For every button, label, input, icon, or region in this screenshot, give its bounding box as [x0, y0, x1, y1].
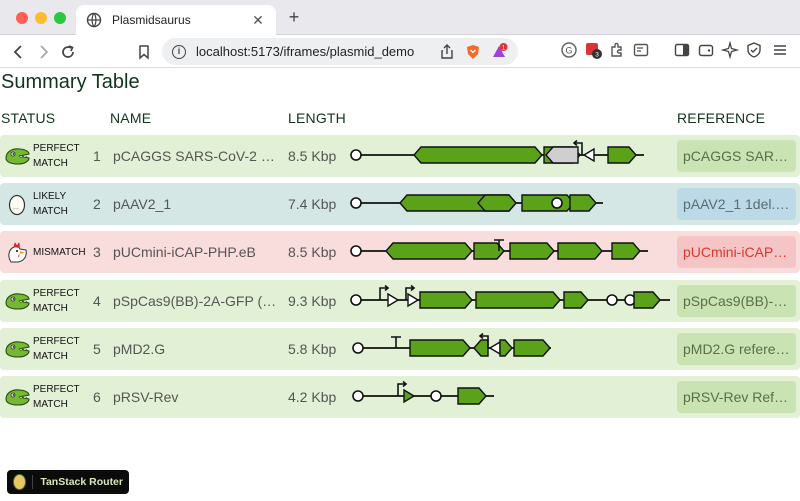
wallet-icon[interactable]	[697, 41, 715, 59]
plasmid-map[interactable]	[348, 187, 673, 221]
brave-rewards-icon[interactable]: 1	[490, 42, 508, 61]
address-bar-row: i localhost:5173/iframes/plasmid_demo 1 …	[0, 35, 800, 68]
browser-tab[interactable]: Plasmidsaurus ✕	[76, 5, 276, 35]
plasmid-name[interactable]: pSpCas9(BB)-2A-GFP (PX458)	[113, 293, 283, 309]
tab-close-icon[interactable]: ✕	[252, 12, 264, 28]
row-number: 6	[93, 389, 101, 405]
svg-text:G: G	[565, 46, 572, 56]
window-minimize-button[interactable]	[35, 12, 47, 24]
leo-ai-icon[interactable]	[721, 41, 739, 59]
table-row[interactable]: MISMATCH 3 pUCmini-iCAP-PHP.eB 8.5 Kbp pUCmi…	[0, 231, 800, 273]
plasmid-length: 9.3 Kbp	[288, 293, 337, 309]
column-header-status[interactable]: STATUS	[1, 110, 56, 126]
tanstack-logo-icon	[13, 474, 26, 490]
likely-match-icon	[8, 194, 26, 216]
perfect-match-icon	[5, 341, 30, 358]
plasmid-name[interactable]: pCAGGS SARS-CoV-2 BA.1 Spike	[113, 148, 283, 164]
new-tab-button[interactable]: +	[288, 7, 300, 27]
url-field[interactable]: i localhost:5173/iframes/plasmid_demo 1	[162, 38, 518, 65]
extension-g-icon[interactable]: G	[560, 41, 578, 59]
site-info-icon[interactable]: i	[172, 44, 186, 59]
window-close-button[interactable]	[16, 12, 28, 24]
status-label: MISMATCH	[33, 247, 86, 258]
tab-title: Plasmidsaurus	[112, 13, 191, 27]
extension-badge-icon[interactable]: 3	[584, 41, 602, 59]
page-content: Summary Table STATUS NAME LENGTH REFEREN…	[0, 68, 800, 501]
column-header-reference[interactable]: REFERENCE	[677, 110, 766, 126]
reference-badge[interactable]: pAAV2_1 1del.dna	[677, 188, 796, 220]
perfect-match-icon	[5, 148, 30, 165]
url-text: localhost:5173/iframes/plasmid_demo	[196, 44, 415, 59]
reader-mode-icon[interactable]	[632, 41, 650, 59]
reference-badge[interactable]: pRSV-Rev Reference	[677, 381, 796, 413]
reference-badge[interactable]: pUCmini-iCAP-PHP	[677, 236, 796, 268]
plasmid-length: 8.5 Kbp	[288, 244, 337, 260]
extension-badge-count: 3	[595, 51, 599, 58]
sidebar-toggle-icon[interactable]	[673, 41, 691, 59]
column-header-length[interactable]: LENGTH	[288, 110, 346, 126]
plasmid-length: 8.5 Kbp	[288, 148, 337, 164]
bookmark-icon	[139, 45, 149, 60]
row-number: 5	[93, 341, 101, 357]
reference-badge[interactable]: pMD2.G reference	[677, 333, 796, 365]
forward-arrow-icon	[40, 45, 49, 59]
plasmid-map[interactable]	[348, 139, 673, 173]
plasmid-name[interactable]: pRSV-Rev	[113, 389, 179, 405]
brave-shields-icon[interactable]	[464, 43, 482, 61]
back-arrow-icon	[13, 45, 22, 59]
row-number: 2	[93, 196, 101, 212]
mismatch-icon	[8, 242, 27, 263]
row-number: 1	[93, 148, 101, 164]
browser-tab-bar: Plasmidsaurus ✕ +	[0, 0, 800, 35]
extensions-puzzle-icon[interactable]	[608, 41, 626, 59]
row-number: 4	[93, 293, 101, 309]
reload-button[interactable]	[59, 43, 77, 61]
plasmid-length: 4.2 Kbp	[288, 389, 337, 405]
window-maximize-button[interactable]	[54, 12, 66, 24]
plasmid-length: 7.4 Kbp	[288, 196, 337, 212]
perfect-match-icon	[5, 293, 30, 310]
plasmid-name[interactable]: pAAV2_1	[113, 196, 172, 212]
tanstack-router-devtools-button[interactable]: TanStack Router	[7, 470, 129, 494]
share-icon[interactable]	[438, 43, 456, 61]
plasmid-map[interactable]	[348, 284, 673, 318]
menu-icon[interactable]	[771, 41, 789, 59]
plasmid-map[interactable]	[348, 380, 673, 414]
plasmid-map[interactable]	[348, 332, 673, 366]
reload-icon	[62, 45, 74, 58]
plasmid-name[interactable]: pMD2.G	[113, 341, 166, 357]
vpn-shield-icon[interactable]	[745, 41, 763, 59]
perfect-match-icon	[5, 389, 30, 406]
rewards-badge: 1	[502, 45, 506, 51]
bookmark-button[interactable]	[135, 43, 153, 61]
plasmid-name[interactable]: pUCmini-iCAP-PHP.eB	[113, 244, 256, 260]
back-button[interactable]	[10, 43, 28, 61]
plasmid-length: 5.8 Kbp	[288, 341, 337, 357]
reference-badge[interactable]: pCAGGS SARS-CoV-2	[677, 140, 796, 172]
page-title: Summary Table	[1, 71, 140, 93]
row-number: 3	[93, 244, 101, 260]
plasmid-map[interactable]	[348, 235, 673, 269]
tanstack-router-label: TanStack Router	[40, 476, 123, 488]
forward-button[interactable]	[34, 43, 52, 61]
column-header-name[interactable]: NAME	[110, 110, 152, 126]
globe-icon	[86, 12, 102, 28]
reference-badge[interactable]: pSpCas9(BB)-2A-GFP	[677, 285, 796, 317]
